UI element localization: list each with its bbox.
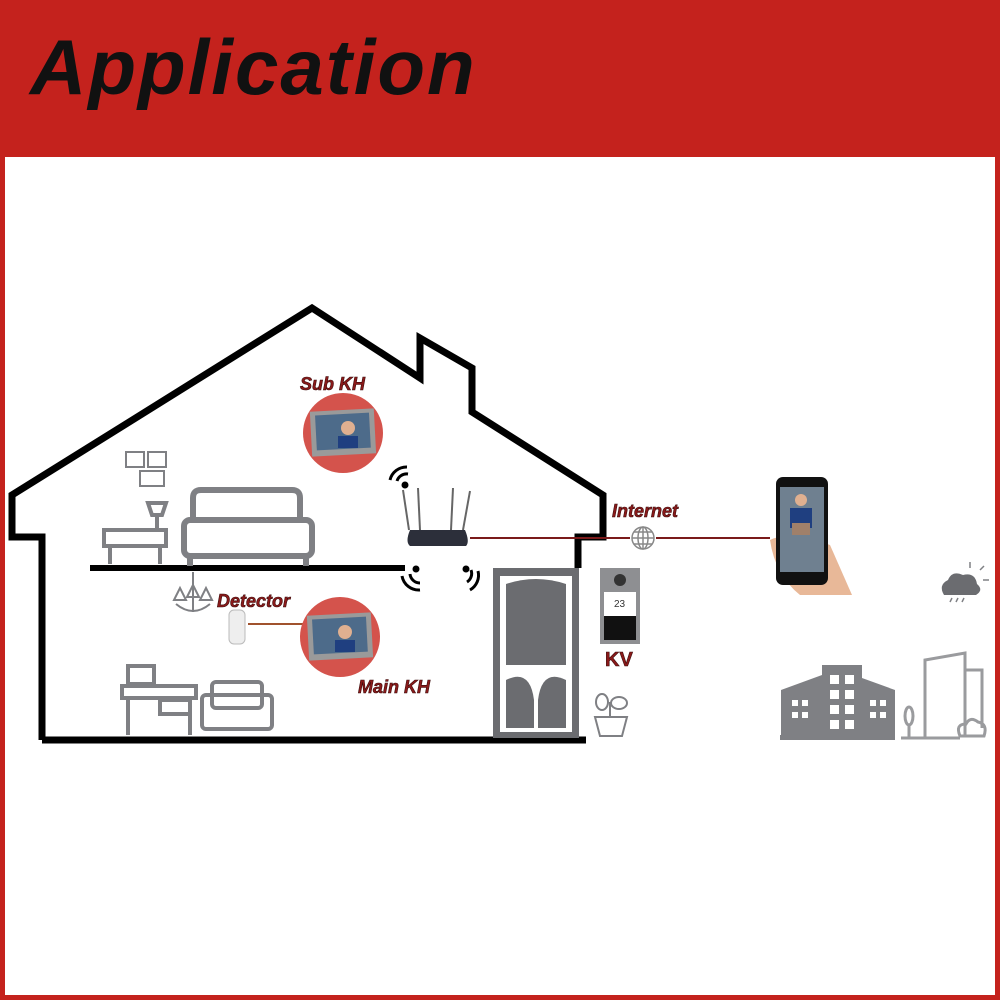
picture-frames-icon bbox=[125, 451, 167, 487]
wifi-signal-icon bbox=[388, 465, 481, 592]
detector-label: Detector bbox=[217, 591, 291, 611]
bed-icon bbox=[181, 487, 315, 566]
kv-label: KV bbox=[605, 649, 633, 671]
front-door bbox=[493, 568, 579, 738]
desk-shelf-icon bbox=[120, 664, 198, 735]
detector-device[interactable] bbox=[228, 609, 246, 645]
sofa-icon bbox=[200, 680, 274, 731]
router-device[interactable] bbox=[402, 487, 471, 546]
office-tower-icon bbox=[901, 651, 987, 740]
sub-kh-monitor[interactable] bbox=[303, 393, 383, 473]
smartphone-app[interactable] bbox=[770, 477, 852, 595]
kv-door-station[interactable]: 23 bbox=[600, 568, 640, 644]
chandelier-icon bbox=[172, 572, 214, 612]
plant-pot-icon bbox=[593, 693, 629, 737]
internet-label: Internet bbox=[612, 501, 679, 521]
main-kh-monitor[interactable] bbox=[300, 597, 380, 677]
sub-kh-label: Sub KH bbox=[300, 374, 366, 394]
desk-lamp-icon bbox=[102, 501, 169, 564]
kv-display-number: 23 bbox=[614, 599, 626, 610]
weather-cloud-sun-icon bbox=[941, 562, 989, 603]
page-title: Application bbox=[30, 23, 477, 111]
main-kh-label: Main KH bbox=[358, 677, 431, 697]
city-buildings-icon bbox=[780, 665, 895, 740]
header-banner: Application bbox=[0, 0, 1000, 155]
globe-icon bbox=[631, 526, 655, 550]
